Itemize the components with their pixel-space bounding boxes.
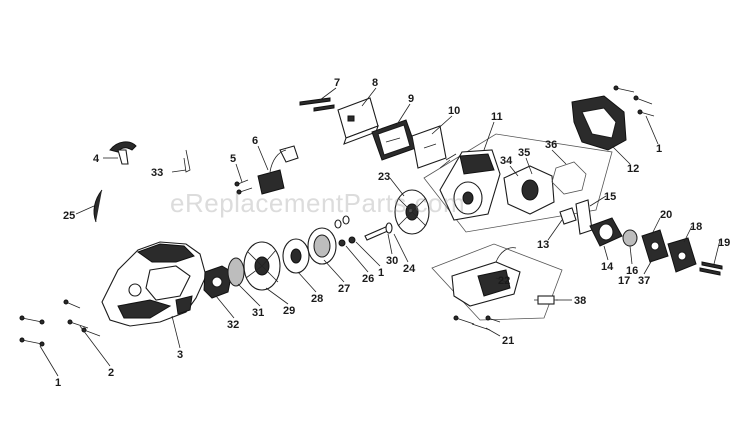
callout-17: 17 xyxy=(618,275,630,287)
callout-28: 28 xyxy=(311,293,323,305)
callout-24: 24 xyxy=(403,263,416,275)
callout-7: 7 xyxy=(334,77,340,89)
leader-lines xyxy=(39,87,721,377)
callout-31: 31 xyxy=(252,307,264,319)
part-8-filter-housing xyxy=(337,97,379,145)
part-16-cap xyxy=(622,229,638,247)
part-7-bolts xyxy=(299,97,335,112)
callout-9: 9 xyxy=(408,93,414,105)
callout-14: 14 xyxy=(601,261,614,273)
part-13-spacer xyxy=(559,207,577,225)
part-22-fuel-tank-group xyxy=(431,243,563,321)
callout-10: 10 xyxy=(448,105,460,117)
callout-26: 26 xyxy=(362,273,374,285)
part-6-ignition xyxy=(257,145,299,195)
callout-1a: 1 xyxy=(55,377,61,389)
part-11-engine-group xyxy=(423,133,613,233)
callout-6: 6 xyxy=(252,135,258,147)
callout-22: 22 xyxy=(498,275,510,287)
part-26-hardware xyxy=(334,215,356,247)
part-38-fuel-filter xyxy=(534,295,558,305)
part-2-fasteners xyxy=(63,299,101,337)
callout-13: 13 xyxy=(537,239,549,251)
part-25-wire xyxy=(93,189,103,223)
part-4-lever xyxy=(109,141,137,165)
part-20-gasket xyxy=(641,229,669,263)
callout-30: 30 xyxy=(386,255,398,267)
part-12-shroud xyxy=(571,95,627,151)
callout-2: 2 xyxy=(108,367,114,379)
callout-16: 16 xyxy=(626,265,638,277)
part-1-fasteners-left xyxy=(19,315,45,347)
callout-18: 18 xyxy=(690,221,702,233)
part-21-screws xyxy=(453,315,501,331)
callout-19: 19 xyxy=(718,237,730,249)
part-27-drum xyxy=(307,227,337,265)
part-9-filter xyxy=(371,119,417,161)
part-1-screws-right xyxy=(613,85,655,117)
watermark-text: eReplacementParts.com xyxy=(170,188,465,218)
part-28-pulley xyxy=(282,238,310,274)
callout-35: 35 xyxy=(518,147,530,159)
callout-33: 33 xyxy=(151,167,163,179)
part-14-carburetor xyxy=(589,217,623,247)
callout-36: 36 xyxy=(545,139,557,151)
callout-37: 37 xyxy=(638,275,650,287)
part-31-disc xyxy=(227,257,245,287)
part-flywheel xyxy=(394,189,430,235)
callout-3: 3 xyxy=(177,349,183,361)
part-32-plate xyxy=(203,265,233,299)
callout-32: 32 xyxy=(227,319,239,331)
callout-11: 11 xyxy=(491,111,503,123)
callout-15: 15 xyxy=(604,191,616,203)
part-19-bolts xyxy=(699,261,723,276)
callout-27: 27 xyxy=(338,283,350,295)
callout-29: 29 xyxy=(283,305,295,317)
part-33-clip xyxy=(183,149,191,173)
callout-12: 12 xyxy=(627,163,639,175)
callout-25: 25 xyxy=(63,210,75,222)
part-5-screws xyxy=(234,179,253,195)
part-15-plate xyxy=(575,199,593,235)
part-29-fan xyxy=(243,241,281,291)
part-34-cover xyxy=(503,165,555,215)
callout-34: 34 xyxy=(500,155,513,167)
callout-20: 20 xyxy=(660,209,672,221)
part-housing-cover xyxy=(101,241,207,327)
callout-38: 38 xyxy=(574,295,586,307)
part-36-gasket-ring xyxy=(551,161,587,195)
callout-23: 23 xyxy=(378,171,390,183)
part-10-gasket xyxy=(411,125,447,169)
callout-21: 21 xyxy=(502,335,514,347)
callout-8: 8 xyxy=(372,77,378,89)
callout-1c: 1 xyxy=(378,267,384,279)
callout-1b: 1 xyxy=(656,143,662,155)
callout-4: 4 xyxy=(93,153,100,165)
part-24-shaft xyxy=(364,222,393,241)
callout-5: 5 xyxy=(230,153,236,165)
callout-labels: 1 2 3 4 5 6 7 8 9 10 11 12 1 13 14 15 16… xyxy=(55,77,730,389)
part-18-cover xyxy=(667,237,697,273)
